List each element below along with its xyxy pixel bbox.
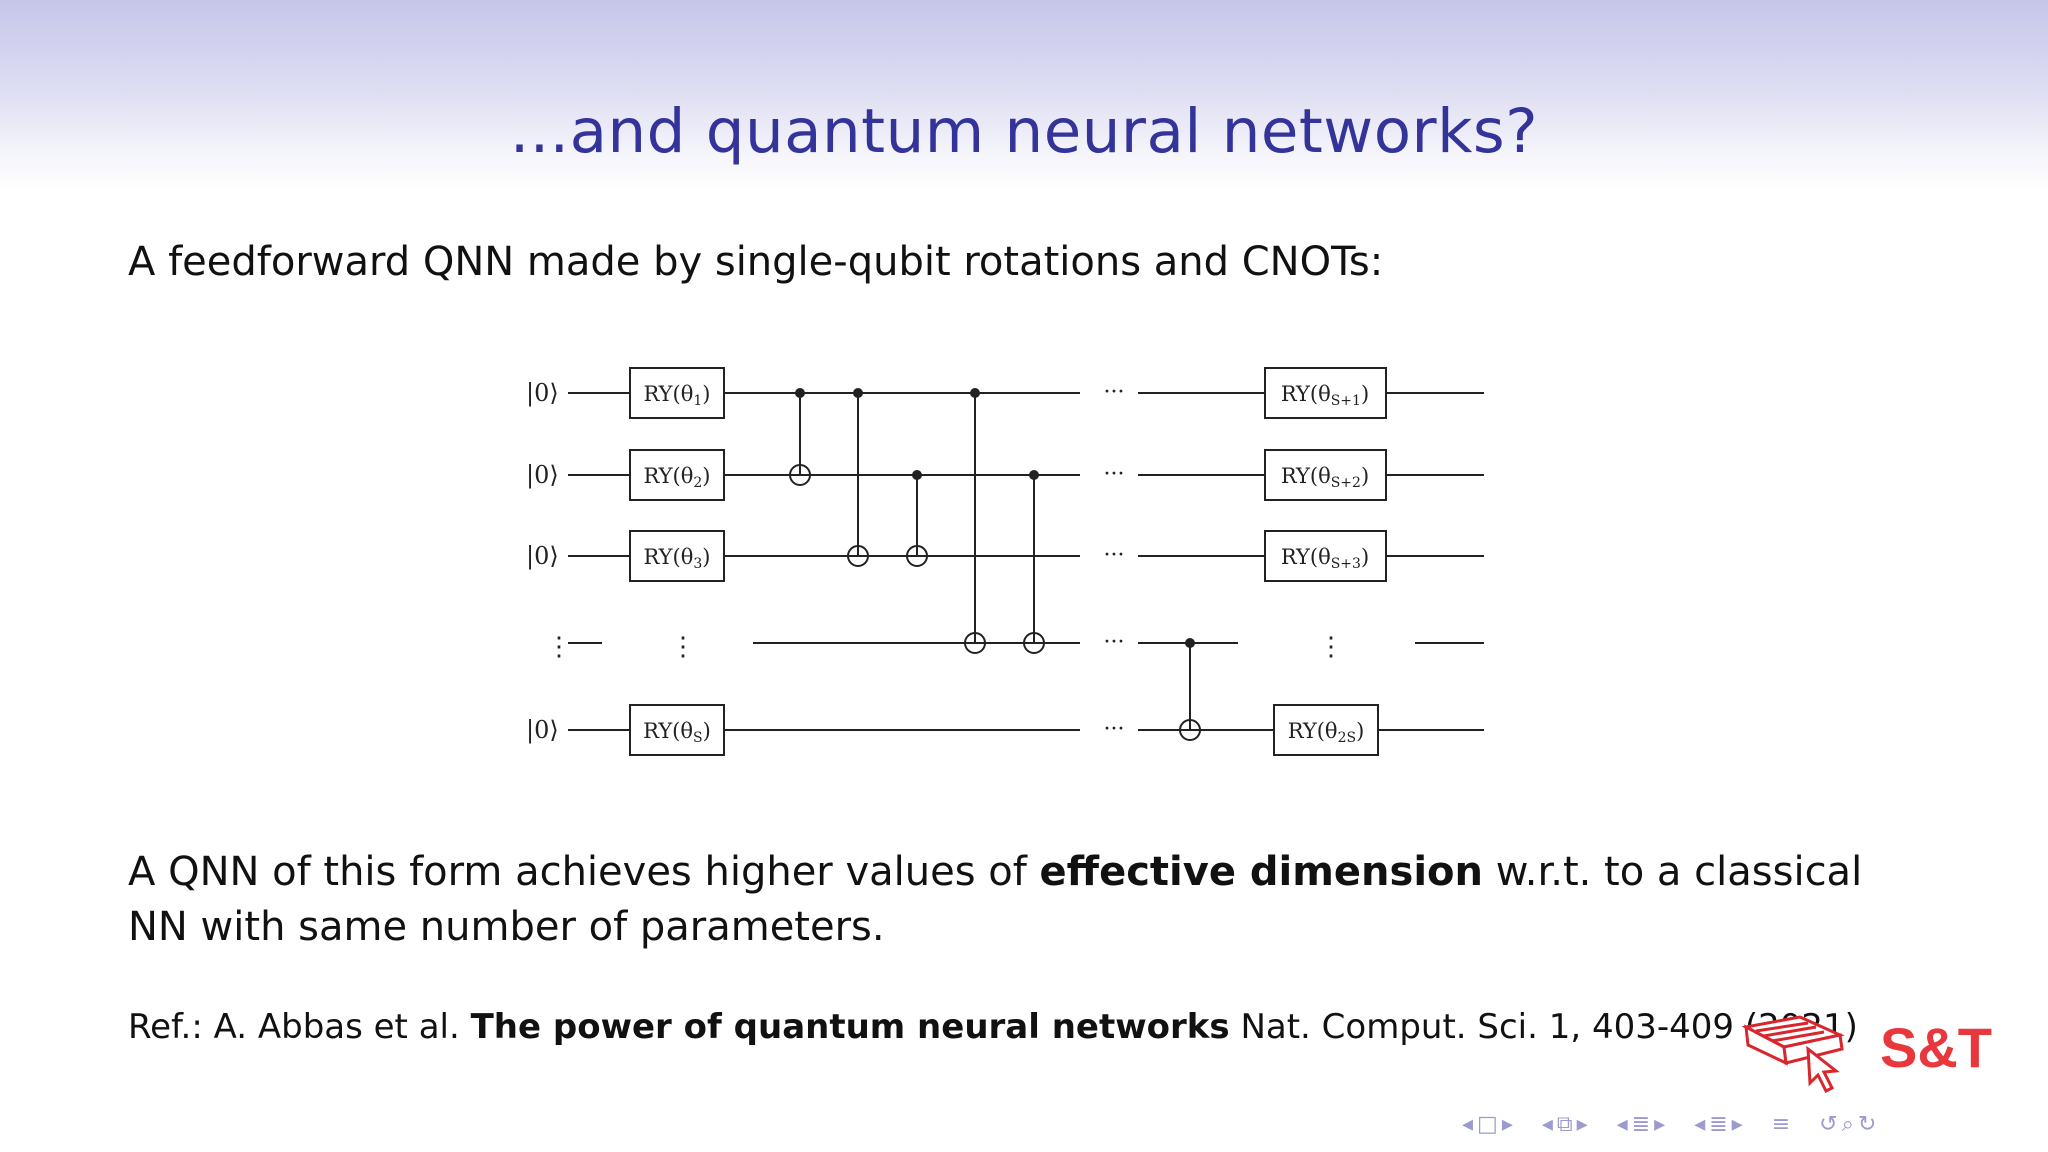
ry-gate-boxes [629, 367, 1387, 756]
ry-gate-label: RY(θS) [643, 719, 711, 746]
next-section-icon[interactable]: ◂≣▸ [1694, 1112, 1747, 1137]
cnot-1-2 [789, 388, 811, 486]
ket-zero-label: |0⟩ [526, 461, 559, 490]
prev-frame-icon[interactable]: ◂□▸ [1462, 1112, 1517, 1137]
ry-gate-labels: RY(θ1) RY(θ2) RY(θ3) RY(θS) RY(θS+1) RY(… [643, 382, 1369, 746]
svg-text:···: ··· [1104, 462, 1125, 487]
cnot-1-3 [847, 388, 869, 567]
svg-text:···: ··· [1104, 380, 1125, 405]
continuation-dots: ··· ··· ··· ··· ··· [1104, 380, 1125, 742]
svg-text:···: ··· [1104, 630, 1125, 655]
ry-gate-label: RY(θ3) [644, 545, 711, 572]
search-icon[interactable]: ↺⌕↻ [1819, 1112, 1881, 1137]
vertical-ellipsis: ⋮ [546, 632, 572, 662]
slide-header [0, 0, 2048, 190]
intro-text: A feedforward QNN made by single-qubit r… [128, 239, 1384, 285]
cnot-gates [789, 388, 1201, 741]
vertical-ellipsis: ⋮ [1318, 632, 1344, 662]
ry-gate-label: RY(θS+3) [1281, 545, 1369, 572]
conclusion-text: A QNN of this form achieves higher value… [128, 849, 1863, 950]
toc-icon[interactable]: ≡ [1771, 1112, 1795, 1137]
cnot-1-4 [964, 388, 986, 654]
ket-zero-label: |0⟩ [526, 379, 559, 408]
ry-gate-label: RY(θ2) [644, 464, 711, 491]
logo-text: S&T [1880, 1016, 1992, 1079]
reference-paper-title: The power of quantum neural networks [470, 1007, 1230, 1047]
input-state-labels: |0⟩ |0⟩ |0⟩ |0⟩ ⋮ ⋮ ⋮ [526, 379, 1344, 745]
slide-title: ...and quantum neural networks? [509, 96, 1539, 167]
svg-text:···: ··· [1104, 543, 1125, 568]
cnot-2-3 [906, 470, 928, 567]
ry-gate-label: RY(θ2S) [1288, 719, 1365, 746]
vertical-ellipsis: ⋮ [670, 632, 696, 662]
reference-citation: Ref.: A. Abbas et al. The power of quant… [128, 1007, 1858, 1047]
ry-gate-label: RY(θS+2) [1281, 464, 1369, 491]
svg-text:···: ··· [1104, 717, 1125, 742]
prev-subsection-icon[interactable]: ◂⧉▸ [1541, 1112, 1592, 1137]
beamer-nav-bar: ◂□▸ ◂⧉▸ ◂≣▸ ◂≣▸ ≡ ↺⌕↻ [1462, 1112, 2032, 1142]
cnot-2-4 [1023, 470, 1045, 654]
cnot-4-5 [1179, 638, 1201, 741]
qubit-wires [568, 392, 1484, 731]
qnn-circuit-diagram: |0⟩ |0⟩ |0⟩ |0⟩ ⋮ ⋮ ⋮ ··· ··· ··· ··· ··… [526, 367, 1484, 756]
ry-gate-label: RY(θ1) [644, 382, 711, 409]
logo-cursor-icon [1742, 1015, 1845, 1094]
ry-gate-label: RY(θS+1) [1281, 382, 1369, 409]
effective-dimension-term: effective dimension [1039, 849, 1483, 895]
ket-zero-label: |0⟩ [526, 542, 559, 571]
st-logo: S&T [1742, 1015, 1992, 1094]
prev-section-icon[interactable]: ◂≣▸ [1616, 1112, 1670, 1137]
ket-zero-label: |0⟩ [526, 716, 559, 745]
